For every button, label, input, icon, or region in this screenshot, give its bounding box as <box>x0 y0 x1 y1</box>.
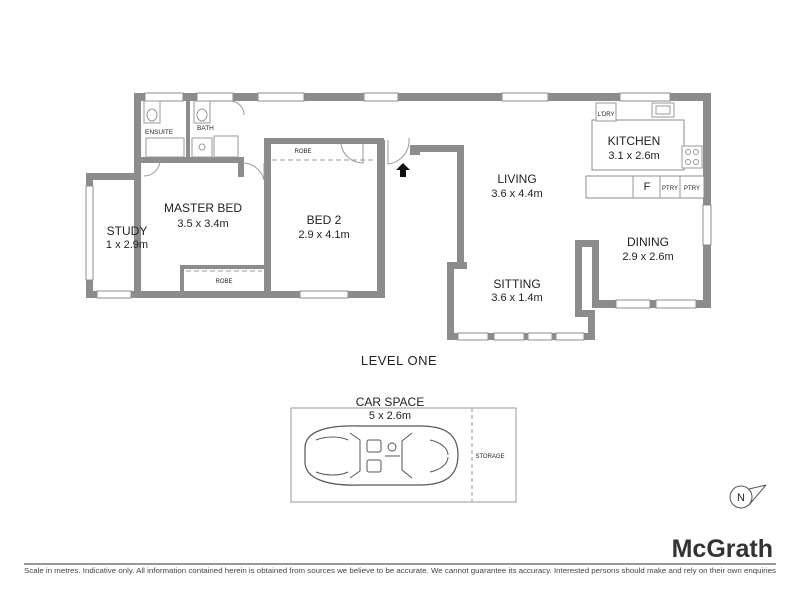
study-size: 1 x 2.9m <box>106 239 148 251</box>
fridge-label: F <box>644 181 651 193</box>
windows <box>85 92 712 341</box>
sitting-size: 3.6 x 1.4m <box>491 292 542 304</box>
bed2-size: 2.9 x 4.1m <box>298 229 349 241</box>
car-space-size: 5 x 2.6m <box>369 410 411 422</box>
living-size: 3.6 x 4.4m <box>491 188 542 200</box>
master-bed-name: MASTER BED <box>164 201 242 215</box>
kitchen-name: KITCHEN <box>608 134 661 148</box>
robes <box>186 159 376 272</box>
study-name: STUDY <box>107 224 148 238</box>
sitting-name: SITTING <box>493 277 540 291</box>
kitchen-size: 3.1 x 2.6m <box>608 150 659 162</box>
bathroom-fixtures <box>143 100 239 158</box>
dining-name: DINING <box>627 235 669 249</box>
bed2-name: BED 2 <box>307 213 342 227</box>
car-space <box>290 407 517 503</box>
robe-master-label: ROBE <box>215 279 232 285</box>
living-name: LIVING <box>497 172 536 186</box>
master-bed-size: 3.5 x 3.4m <box>177 218 228 230</box>
entry-arrow-icon <box>396 163 410 177</box>
level-label: LEVEL ONE <box>361 353 437 368</box>
doors <box>143 100 410 181</box>
brand-logo: McGrath <box>672 535 773 563</box>
laundry-label: L'DRY <box>597 112 614 118</box>
ensuite-label: ENSUITE <box>145 129 174 136</box>
disclaimer-text: Scale in metres. Indicative only. All in… <box>24 566 776 575</box>
car-icon <box>304 425 459 486</box>
storage-label: STORAGE <box>475 454 504 460</box>
bath-label: BATH <box>197 125 214 132</box>
pantry2-label: PTRY <box>684 186 700 192</box>
car-space-name: CAR SPACE <box>356 395 424 409</box>
compass-letter: N <box>737 492 745 504</box>
pantry1-label: PTRY <box>662 186 678 192</box>
north-compass-icon: N <box>729 484 767 509</box>
dining-size: 2.9 x 2.6m <box>622 251 673 263</box>
interior-walls <box>134 101 705 296</box>
robe-bed2-label: ROBE <box>294 149 311 155</box>
